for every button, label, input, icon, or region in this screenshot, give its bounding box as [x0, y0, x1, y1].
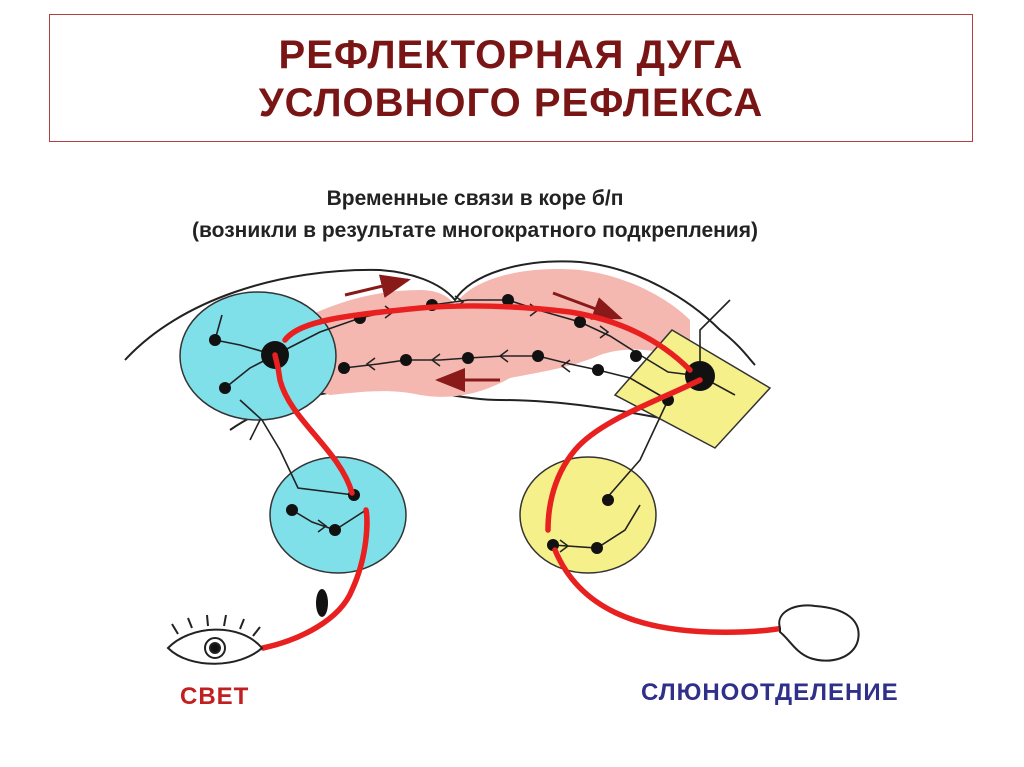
food-cortex-zone — [613, 329, 772, 449]
neuron-body — [462, 352, 474, 364]
light-source-icon — [316, 589, 328, 617]
neuron-body — [209, 334, 221, 346]
neuron-body — [592, 364, 604, 376]
cortex-to-subcortex-path — [545, 377, 703, 533]
neuron-body — [574, 316, 586, 328]
title-line-1: РЕФЛЕКТОРНАЯ ДУГА — [278, 33, 744, 77]
neuron-body — [338, 362, 350, 374]
efferent-path — [552, 547, 798, 635]
subtitle-line-2: (возникли в результате многократного под… — [192, 219, 758, 242]
cortex-outline-upper — [124, 260, 756, 366]
direction-arrows — [344, 274, 623, 392]
salivary-gland-icon — [778, 604, 860, 662]
visual-to-cortex-path — [272, 352, 355, 496]
visual-subcortical-zone — [269, 456, 407, 574]
response-label: СЛЮНООТДЕЛЕНИЕ — [641, 679, 899, 706]
neuron-body — [400, 354, 412, 366]
neuron-body — [602, 494, 614, 506]
food-subcortical-zone — [519, 456, 657, 574]
neuron-body — [532, 350, 544, 362]
eye-icon — [166, 614, 264, 665]
title-line-2: УСЛОВНОГО РЕФЛЕКСА — [258, 81, 764, 125]
stimulus-label: СВЕТ — [180, 683, 250, 710]
neuron-bodies — [209, 294, 674, 554]
neuron-body — [630, 350, 642, 362]
neuron-body — [219, 382, 231, 394]
subtitle-line-1: Временные связи в коре б/п — [326, 187, 624, 210]
temporary-connection-path — [282, 303, 693, 373]
reflex-path — [260, 303, 798, 651]
afferent-path — [260, 507, 370, 651]
arrow-forward-1 — [344, 274, 411, 298]
neuron-body — [286, 504, 298, 516]
neuron-body — [591, 542, 603, 554]
visual-cortex-zone — [179, 291, 337, 421]
arrow-forward-2 — [552, 291, 623, 320]
neuron-body — [502, 294, 514, 306]
title-box: РЕФЛЕКТОРНАЯ ДУГА УСЛОВНОГО РЕФЛЕКСА — [49, 14, 973, 142]
neuron-body — [329, 524, 341, 536]
